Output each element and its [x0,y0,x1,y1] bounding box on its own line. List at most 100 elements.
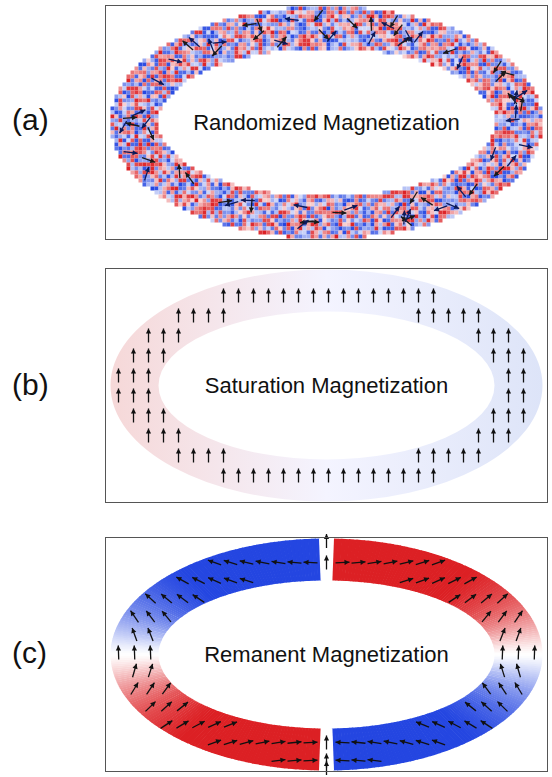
arrow-shaft [432,740,445,745]
arrow-head [142,123,147,129]
arrow-head [146,429,151,434]
arrow-head [352,758,357,763]
arrow-head [476,429,481,434]
arrow-head [336,758,341,763]
arrow-shaft [406,30,413,42]
arrow-head [148,646,153,651]
arrow-head [176,449,181,454]
arrow-head [506,429,511,434]
arrow-shaft [498,611,506,622]
arrow-shaft [192,721,204,728]
arrow-head [408,577,414,582]
arrow-head [454,204,460,209]
arrow-shaft [177,702,188,711]
arrow-head [131,349,136,354]
arrow-head [431,469,436,474]
arrow-shaft [189,38,200,47]
arrow-shaft [416,740,429,744]
arrow-shaft [224,578,237,583]
arrow-head [368,740,373,745]
arrow-head [521,409,526,414]
arrow-head [490,155,495,161]
arrow-head [132,150,137,155]
panel-label: (b) [12,368,49,402]
arrow-head [326,469,331,474]
arrow-shaft [240,578,253,582]
arrow-head [416,309,421,314]
arrow-head [352,23,357,28]
arrow-shaft [414,31,423,42]
arrow-head [382,22,388,27]
arrow-head [392,560,397,565]
random-domains [111,7,543,239]
arrow-shaft [145,702,155,712]
arrow-head [491,349,496,354]
arrow-head [500,646,505,651]
arrow-head [296,469,301,474]
arrow-head [176,577,182,582]
arrow-head [161,329,166,334]
arrow-head [371,289,376,294]
arrow-head [132,115,137,120]
arrow-head [446,309,451,314]
arrow-head [506,329,511,334]
figure-panel: Saturation Magnetization [105,268,548,503]
arrow-head [303,220,309,225]
arrow-head [146,329,151,334]
arrow-head [434,207,440,212]
arrow-head [506,369,511,374]
arrow-head [182,702,188,707]
arrow-shaft [148,664,152,677]
arrow-head [344,560,349,565]
arrow-head [296,758,301,763]
figure-panel: Randomized Magnetization [105,5,548,240]
arrow-shaft [161,721,173,729]
arrow-head [126,122,131,127]
arrow-head [517,611,522,617]
arrow-shaft [416,578,429,583]
arrow-head [491,429,496,434]
arrow-head [401,469,406,474]
arrow-shaft [162,611,171,622]
figure-panel: Remanent Magnetization [105,537,548,772]
arrow-head [191,449,196,454]
arrow-head [266,469,271,474]
arrow-head [497,702,502,707]
panel-title: Remanent Magnetization [204,642,449,668]
arrow-head [386,469,391,474]
arrow-shaft [469,184,477,195]
arrow-head [176,309,181,314]
arrow-shaft [465,702,476,711]
arrow-head [506,118,511,123]
arrow-shaft [253,31,264,40]
arrow-head [494,171,499,176]
arrow-shaft [391,206,399,217]
arrow-head [183,721,189,726]
arrow-head [491,329,496,334]
arrow-head [158,80,164,85]
arrow-head [482,683,487,689]
arrow-shaft [212,46,222,56]
arrow-head [145,167,150,173]
arrow-head [324,761,329,766]
arrow-head [224,559,230,564]
arrow-head [336,740,341,745]
arrow-head [455,595,461,600]
arrow-head [402,210,407,215]
arrow-head [208,577,214,582]
arrow-head [471,577,477,582]
arrow-head [421,198,427,203]
arrow-shaft [515,90,527,98]
arrow-head [221,289,226,294]
arrow-head [341,469,346,474]
arrow-shaft [432,560,445,565]
arrow-head [409,215,415,220]
arrow-head [240,577,246,582]
arrow-shaft [147,683,155,695]
arrow-head [455,577,461,582]
arrow-head [384,740,389,745]
arrow-head [341,289,346,294]
arrow-head [272,560,277,565]
arrow-head [446,449,451,454]
arrow-head [324,556,329,561]
